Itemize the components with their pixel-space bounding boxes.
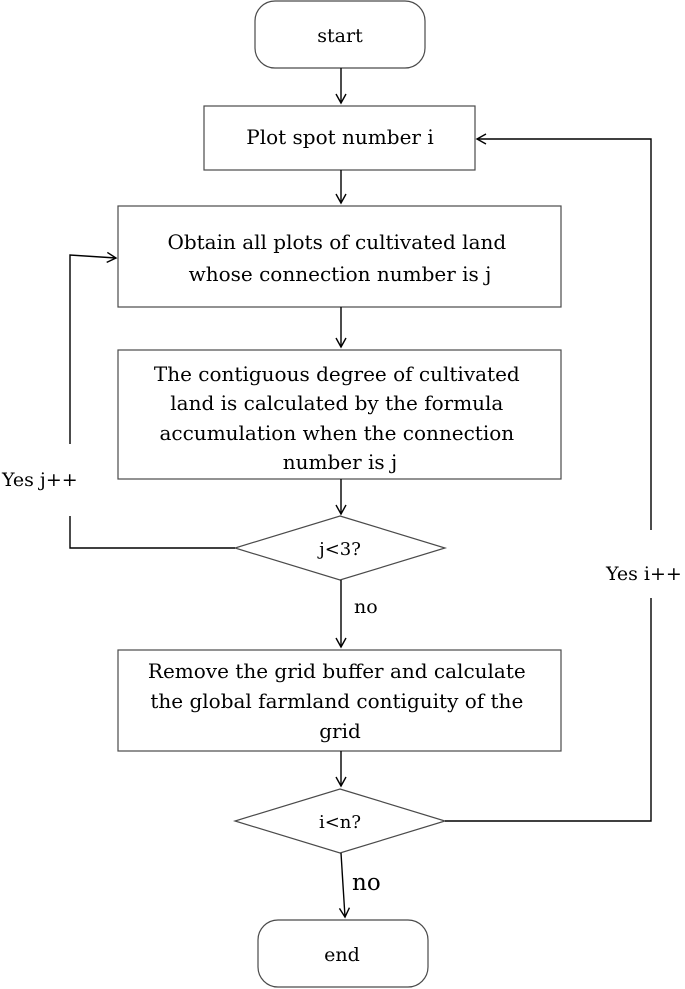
no-j-label: no <box>354 596 378 618</box>
remove-buffer-line-2: the global farmland contiguity of the <box>150 689 523 713</box>
decision-i-diamond <box>232 788 448 854</box>
loop-yes-i-top <box>475 133 652 530</box>
loop-yes-i-bottom <box>445 598 652 822</box>
calc-degree-line-2: land is calculated by the formula <box>170 391 503 415</box>
loop-yes-j-bottom <box>69 516 235 549</box>
loop-yes-j-top <box>69 251 118 444</box>
plot-spot-box <box>203 105 476 171</box>
decision-j-label: j<3? <box>317 539 361 560</box>
remove-buffer-label: Remove the grid buffer and calculate the… <box>148 659 532 743</box>
start-node <box>254 0 426 69</box>
plot-spot-label: Plot spot number i <box>246 125 433 149</box>
calc-degree-line-1: The contiguous degree of cultivated <box>154 362 520 386</box>
calc-degree-line-4: number is j <box>283 450 398 474</box>
calc-degree-box <box>117 349 562 480</box>
start-label: start <box>317 25 363 47</box>
yes-i-label: Yes i++ <box>605 563 682 585</box>
obtain-plots-line-1: Obtain all plots of cultivated land <box>167 230 506 254</box>
decision-i-label: i<n? <box>319 812 361 833</box>
remove-buffer-box <box>117 649 562 752</box>
end-node <box>257 919 429 988</box>
obtain-plots-label: Obtain all plots of cultivated land whos… <box>167 230 512 286</box>
yes-j-label: Yes j++ <box>1 469 78 491</box>
no-i-label: no <box>352 870 381 896</box>
remove-buffer-line-3: grid <box>319 719 361 743</box>
calc-degree-line-3: accumulation when the connection <box>159 421 514 445</box>
decision-j-diamond <box>232 515 448 581</box>
remove-buffer-line-1: Remove the grid buffer and calculate <box>148 659 526 683</box>
obtain-plots-line-2: whose connection number is j <box>189 262 492 286</box>
end-label: end <box>324 944 360 966</box>
arrow-decision-i-to-end <box>338 852 351 919</box>
obtain-plots-box <box>117 205 562 308</box>
calc-degree-label: The contiguous degree of cultivated land… <box>154 362 526 474</box>
